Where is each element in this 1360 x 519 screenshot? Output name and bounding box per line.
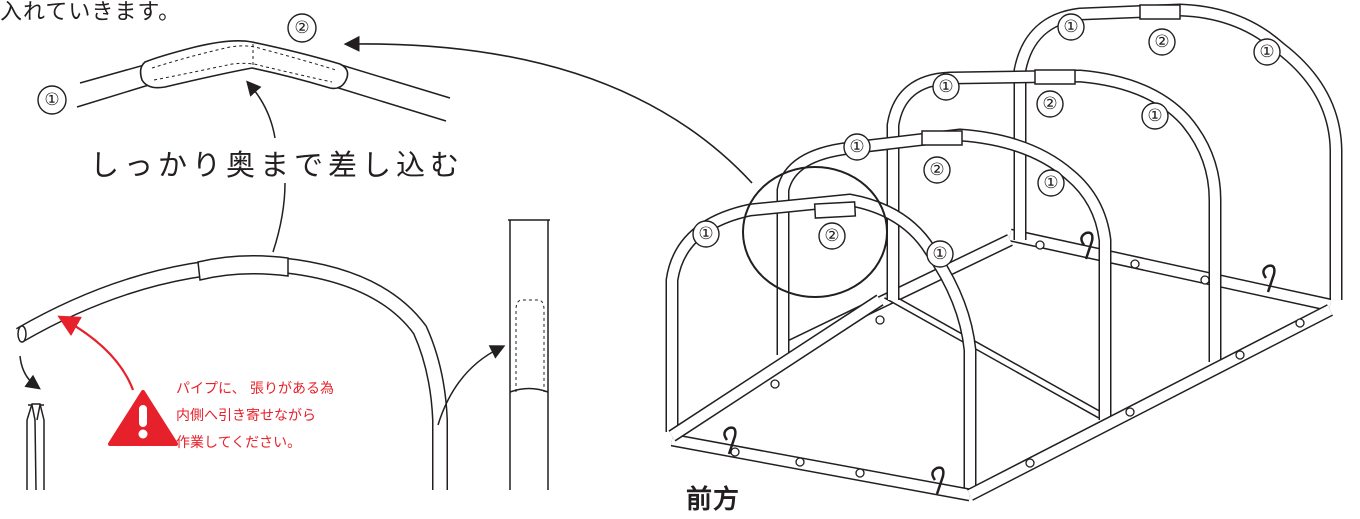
frame-labels: ① ② ① ① ② ① ① ② ① ① ② ① bbox=[692, 13, 1281, 268]
tube-insert-detail bbox=[508, 219, 550, 490]
frame-label-part1: ① bbox=[1057, 13, 1085, 41]
frame-label-part1: ① bbox=[692, 220, 720, 248]
svg-text:①: ① bbox=[849, 137, 864, 157]
warning-line-3: 作業してください。 bbox=[176, 435, 302, 451]
detail-label-part2: ② bbox=[287, 13, 317, 43]
frame-label-part2: ② bbox=[1148, 28, 1176, 56]
svg-text:①: ① bbox=[938, 77, 953, 97]
frame-label-part2: ② bbox=[1036, 90, 1064, 118]
frame-label-part2: ② bbox=[818, 222, 846, 250]
frame-label-part1: ① bbox=[926, 240, 954, 268]
warning-line-2: 内側へ引き寄せながら bbox=[176, 408, 316, 424]
svg-text:①: ① bbox=[1147, 106, 1162, 126]
svg-text:②: ② bbox=[824, 226, 839, 246]
arch-detail bbox=[16, 255, 506, 491]
svg-text:②: ② bbox=[294, 18, 309, 38]
svg-text:②: ② bbox=[1154, 32, 1169, 52]
frame-label-part1: ① bbox=[1141, 102, 1169, 130]
warning-triangle-icon bbox=[108, 390, 178, 446]
warning-text: パイプに、 張りがある為 内側へ引き寄せながら 作業してください。 bbox=[176, 376, 334, 457]
frame-label-part1: ① bbox=[843, 133, 871, 161]
svg-text:①: ① bbox=[1259, 42, 1274, 62]
svg-text:①: ① bbox=[932, 244, 947, 264]
frame-label-part1: ① bbox=[1253, 38, 1281, 66]
svg-text:①: ① bbox=[1063, 17, 1078, 37]
svg-text:①: ① bbox=[44, 90, 59, 110]
frame-label-part1: ① bbox=[1037, 169, 1065, 197]
detail-magnifier-circle bbox=[742, 166, 888, 298]
svg-text:②: ② bbox=[929, 160, 944, 180]
warning-line-1: パイプに、 張りがある為 bbox=[176, 381, 335, 397]
frame-label-part1: ① bbox=[932, 73, 960, 101]
direction-label: 前方 bbox=[686, 485, 741, 515]
instruction-text: しっかり奥まで差し込む bbox=[90, 148, 465, 182]
detail-label-part1: ① bbox=[37, 85, 67, 115]
joint-detail bbox=[76, 40, 451, 253]
greenhouse-frame bbox=[665, 3, 1343, 502]
frame-label-part2: ② bbox=[923, 156, 951, 184]
svg-text:①: ① bbox=[1043, 173, 1058, 193]
svg-text:②: ② bbox=[1042, 94, 1057, 114]
header-partial-text: 入れていきます。 bbox=[0, 0, 182, 25]
svg-text:①: ① bbox=[698, 224, 713, 244]
